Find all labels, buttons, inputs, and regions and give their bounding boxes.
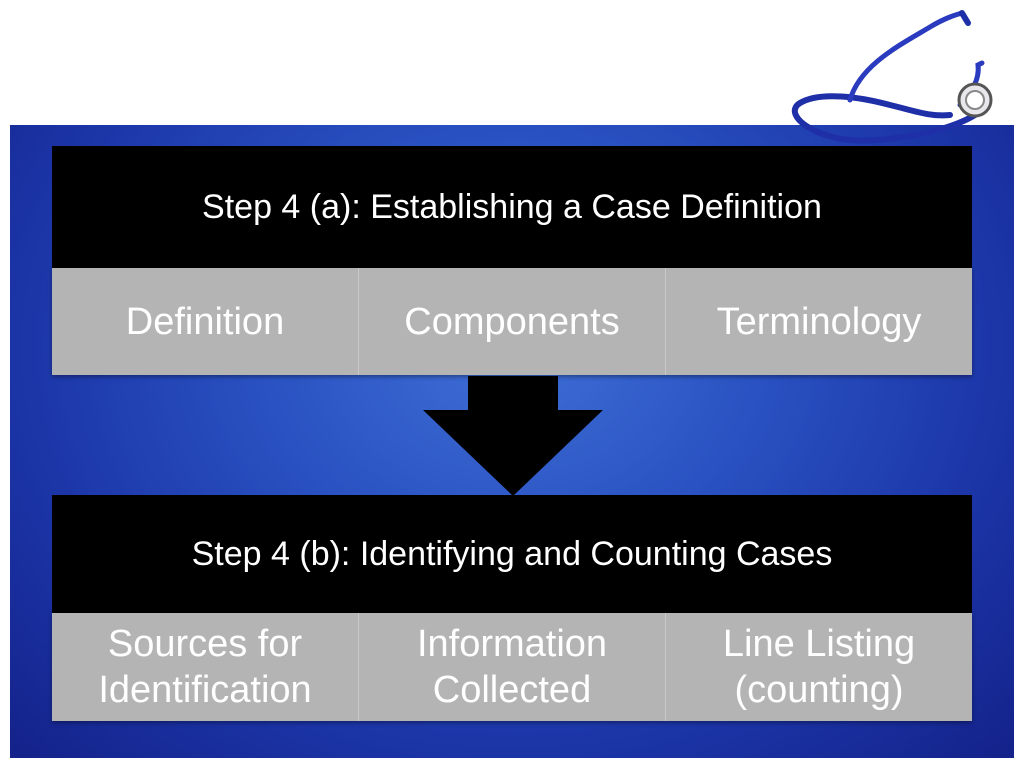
step-b-title: Step 4 (b): Identifying and Counting Cas… [52,495,972,613]
step-a-item-definition: Definition [52,268,359,375]
step-a-item-label: Terminology [716,300,922,343]
step-b-item-information: Information Collected [359,613,666,721]
stethoscope-icon [791,10,993,144]
step-a-item-components: Components [359,268,666,375]
step-b-item-line-listing: Line Listing (counting) [666,613,972,721]
down-arrow-icon [423,376,603,496]
step-b-block: Step 4 (b): Identifying and Counting Cas… [52,495,972,721]
step-b-item-label: Sources for Identification [98,623,312,711]
step-a-block: Step 4 (a): Establishing a Case Definiti… [52,146,972,375]
step-a-item-label: Components [404,300,620,343]
step-a-title: Step 4 (a): Establishing a Case Definiti… [52,146,972,268]
step-a-items: Definition Components Terminology [52,268,972,375]
step-b-items: Sources for Identification Information C… [52,613,972,721]
step-b-item-label: Line Listing (counting) [722,623,916,711]
step-b-item-sources: Sources for Identification [52,613,359,721]
step-b-item-label: Information Collected [416,623,608,711]
step-a-item-terminology: Terminology [666,268,972,375]
step-a-item-label: Definition [125,300,285,343]
